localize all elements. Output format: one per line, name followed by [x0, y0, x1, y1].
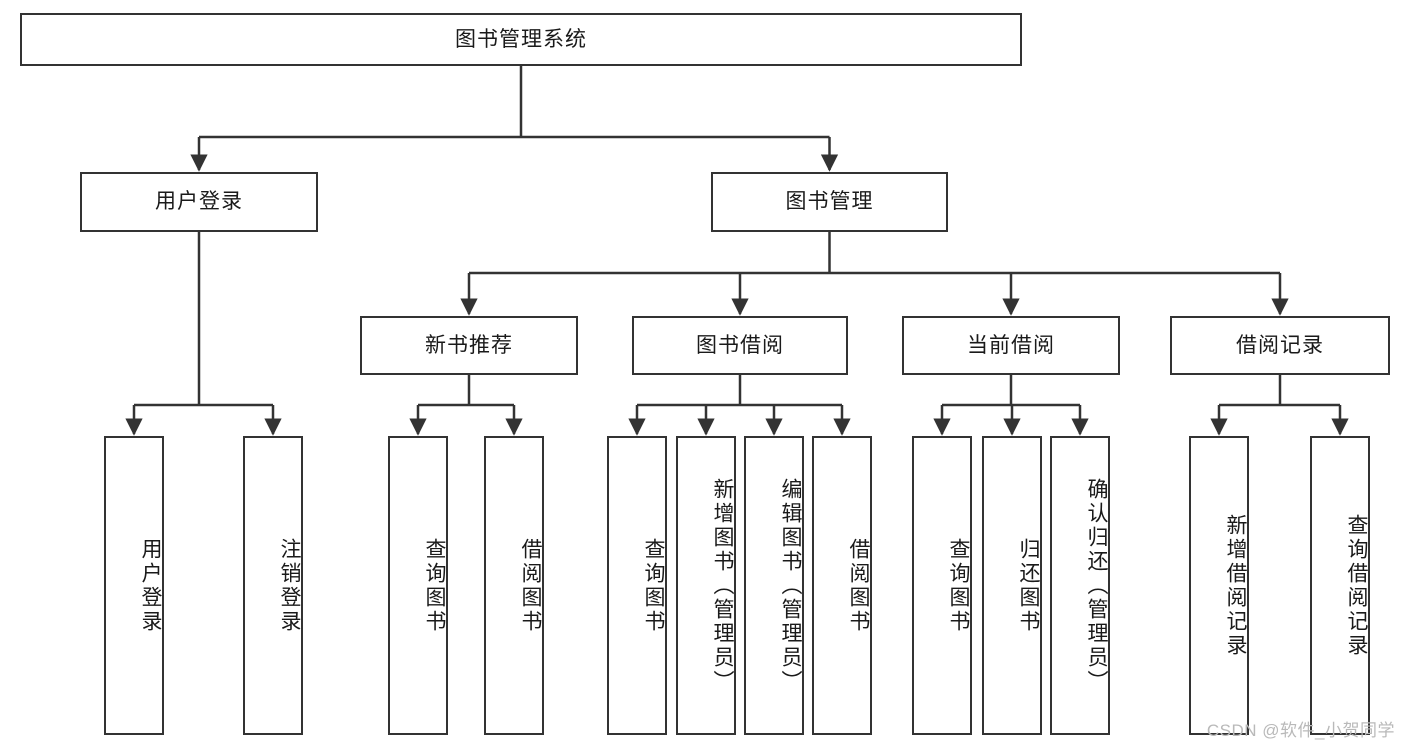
- node-leaf-edit-book-label: 编辑图书（管理员）: [779, 477, 802, 694]
- node-book-borrow-label: 图书借阅: [696, 333, 784, 357]
- node-leaf-query-book-bb[interactable]: 查询图书: [607, 436, 667, 735]
- node-root[interactable]: 图书管理系统: [20, 13, 1022, 66]
- node-leaf-add-borrow-record[interactable]: 新增借阅记录: [1189, 436, 1249, 735]
- node-book-borrow[interactable]: 图书借阅: [632, 316, 848, 375]
- node-new-book-recommend[interactable]: 新书推荐: [360, 316, 578, 375]
- node-leaf-add-borrow-record-label: 新增借阅记录: [1224, 513, 1247, 658]
- node-leaf-edit-book[interactable]: 编辑图书（管理员）: [744, 436, 804, 735]
- node-borrow-record-label: 借阅记录: [1236, 333, 1324, 357]
- node-leaf-confirm-return[interactable]: 确认归还（管理员）: [1050, 436, 1110, 735]
- node-new-book-recommend-label: 新书推荐: [425, 333, 513, 357]
- node-user-login-label: 用户登录: [155, 190, 243, 214]
- node-root-label: 图书管理系统: [455, 27, 587, 51]
- node-leaf-add-book[interactable]: 新增图书（管理员）: [676, 436, 736, 735]
- node-leaf-query-book-cb-label: 查询图书: [947, 537, 970, 634]
- node-leaf-borrow-book-rec[interactable]: 借阅图书: [484, 436, 544, 735]
- node-leaf-query-book-bb-label: 查询图书: [642, 537, 665, 634]
- node-leaf-user-logout[interactable]: 注销登录: [243, 436, 303, 735]
- node-current-borrow-label: 当前借阅: [967, 333, 1055, 357]
- node-book-manage[interactable]: 图书管理: [711, 172, 948, 232]
- watermark-text: CSDN @软件_小贺同学: [1206, 721, 1395, 740]
- node-leaf-borrow-book-bb-label: 借阅图书: [847, 537, 870, 634]
- node-leaf-borrow-book-bb[interactable]: 借阅图书: [812, 436, 872, 735]
- node-leaf-user-logout-label: 注销登录: [278, 537, 301, 634]
- node-leaf-return-book-label: 归还图书: [1017, 537, 1040, 634]
- node-leaf-borrow-book-rec-label: 借阅图书: [519, 537, 542, 634]
- node-leaf-confirm-return-label: 确认归还（管理员）: [1085, 477, 1108, 694]
- node-borrow-record[interactable]: 借阅记录: [1170, 316, 1390, 375]
- node-leaf-query-book-cb[interactable]: 查询图书: [912, 436, 972, 735]
- node-book-manage-label: 图书管理: [785, 190, 874, 214]
- edge-group: [125, 66, 1349, 436]
- node-leaf-user-login-label: 用户登录: [139, 537, 162, 634]
- node-leaf-query-borrow-record[interactable]: 查询借阅记录: [1310, 436, 1370, 735]
- node-leaf-user-login[interactable]: 用户登录: [104, 436, 164, 735]
- node-user-login[interactable]: 用户登录: [80, 172, 318, 232]
- node-leaf-query-book-rec-label: 查询图书: [423, 537, 446, 634]
- node-leaf-query-book-rec[interactable]: 查询图书: [388, 436, 448, 735]
- node-leaf-return-book[interactable]: 归还图书: [982, 436, 1042, 735]
- node-leaf-query-borrow-record-label: 查询借阅记录: [1345, 513, 1368, 658]
- node-leaf-add-book-label: 新增图书（管理员）: [711, 477, 734, 694]
- node-current-borrow[interactable]: 当前借阅: [902, 316, 1120, 375]
